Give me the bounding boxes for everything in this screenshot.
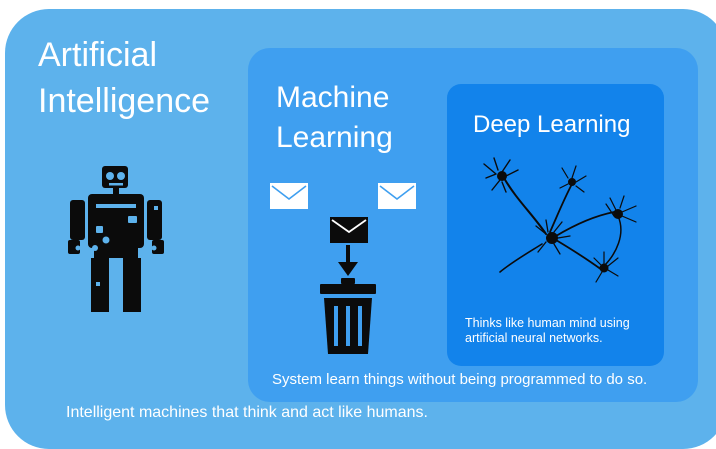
envelope-icon xyxy=(270,183,308,209)
artificial-intelligence-title: Artificial Intelligence xyxy=(38,36,211,120)
envelope-icon xyxy=(330,217,368,243)
artificial-intelligence-caption: Intelligent machines that think and act … xyxy=(66,404,428,421)
machine-learning-title: Machine Learning xyxy=(276,81,393,154)
deep-learning-caption: Thinks like human mind using artificial … xyxy=(465,316,630,345)
machine-learning-caption: System learn things without being progra… xyxy=(272,371,648,388)
deep-learning-region xyxy=(447,84,664,366)
envelope-icon xyxy=(378,183,416,209)
robot-icon xyxy=(68,166,164,312)
arrow-down-icon xyxy=(338,245,358,276)
trash-can-icon xyxy=(320,278,376,354)
neural-network-icon xyxy=(483,157,637,283)
deep-learning-title: Deep Learning xyxy=(473,111,631,138)
